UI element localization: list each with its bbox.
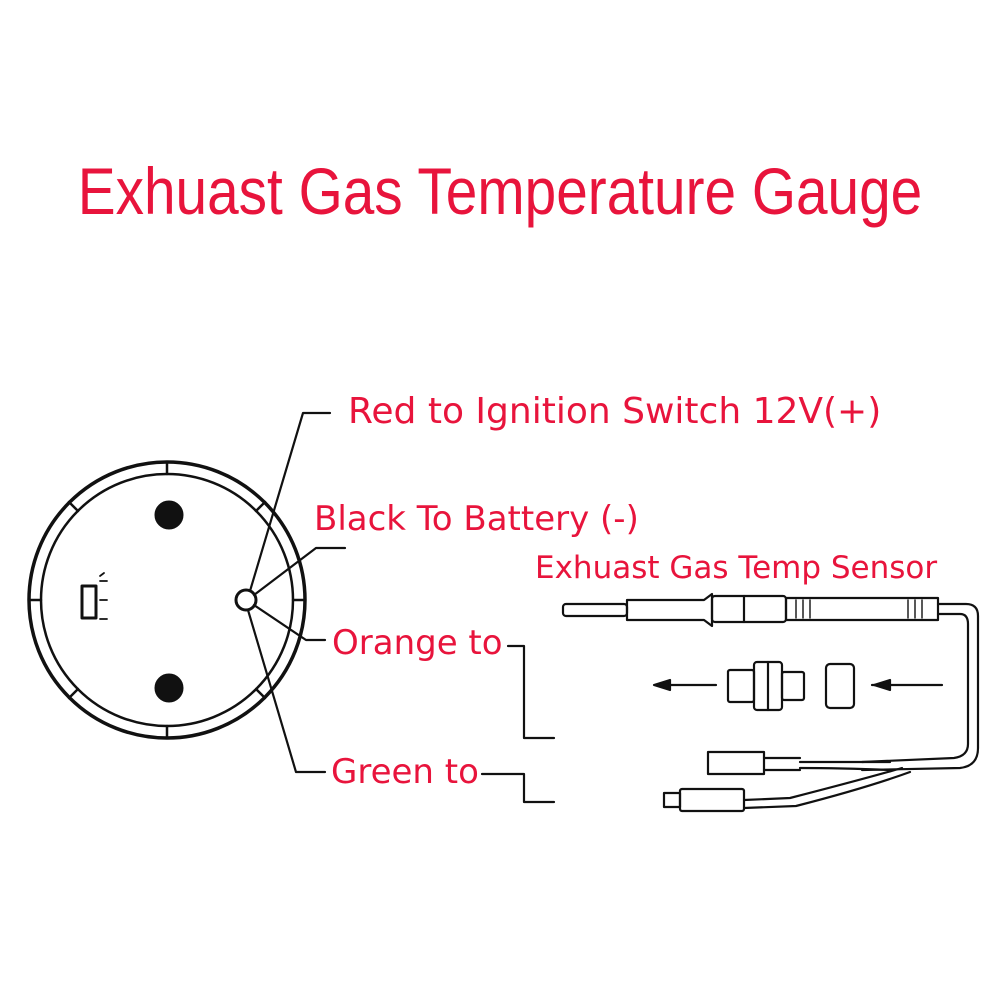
black-wire-leader	[252, 546, 347, 597]
black-wire-label: Black To Battery (-)	[314, 499, 639, 539]
orange-connector-bracket	[506, 644, 556, 740]
probe-sheath	[625, 592, 714, 628]
red-wire-label: Red to Ignition Switch 12V(+)	[348, 391, 882, 432]
sensor-lead-lower	[742, 766, 904, 802]
probe-tip	[561, 602, 629, 618]
wire-leaders	[246, 411, 347, 774]
probe-collar	[710, 594, 788, 624]
orange-wire-leader	[252, 603, 327, 642]
fitting-nipple	[726, 668, 756, 704]
diagram-title: Exhuast Gas Temperature Gauge	[77, 154, 923, 228]
sensor-lead-cable	[860, 602, 980, 772]
green-wire-leader	[246, 608, 327, 774]
probe-transition	[784, 596, 940, 622]
fitting-ferrule	[824, 662, 856, 710]
sensor-terminal-upper	[706, 750, 766, 776]
orange-wire-label: Orange to	[332, 623, 503, 663]
wire-exit-grommet	[234, 588, 258, 612]
gauge-ring-ticks	[27, 460, 307, 740]
gauge-back	[27, 460, 307, 740]
fitting-thread	[780, 670, 806, 702]
transition-ridges	[795, 599, 923, 619]
connector-brackets	[480, 644, 556, 804]
green-connector-bracket	[480, 772, 556, 804]
mounting-stud-bottom	[154, 673, 184, 703]
compression-fitting	[652, 660, 944, 712]
sensor-label: Exhuast Gas Temp Sensor	[535, 550, 938, 586]
backlight-connector	[80, 584, 98, 620]
connector-pins	[99, 572, 108, 620]
mounting-stud-top	[154, 500, 184, 530]
egt-sensor-probe	[561, 592, 980, 813]
sensor-terminal-lower	[662, 791, 682, 809]
green-wire-label: Green to	[331, 752, 479, 792]
red-wire-leader	[248, 411, 332, 593]
